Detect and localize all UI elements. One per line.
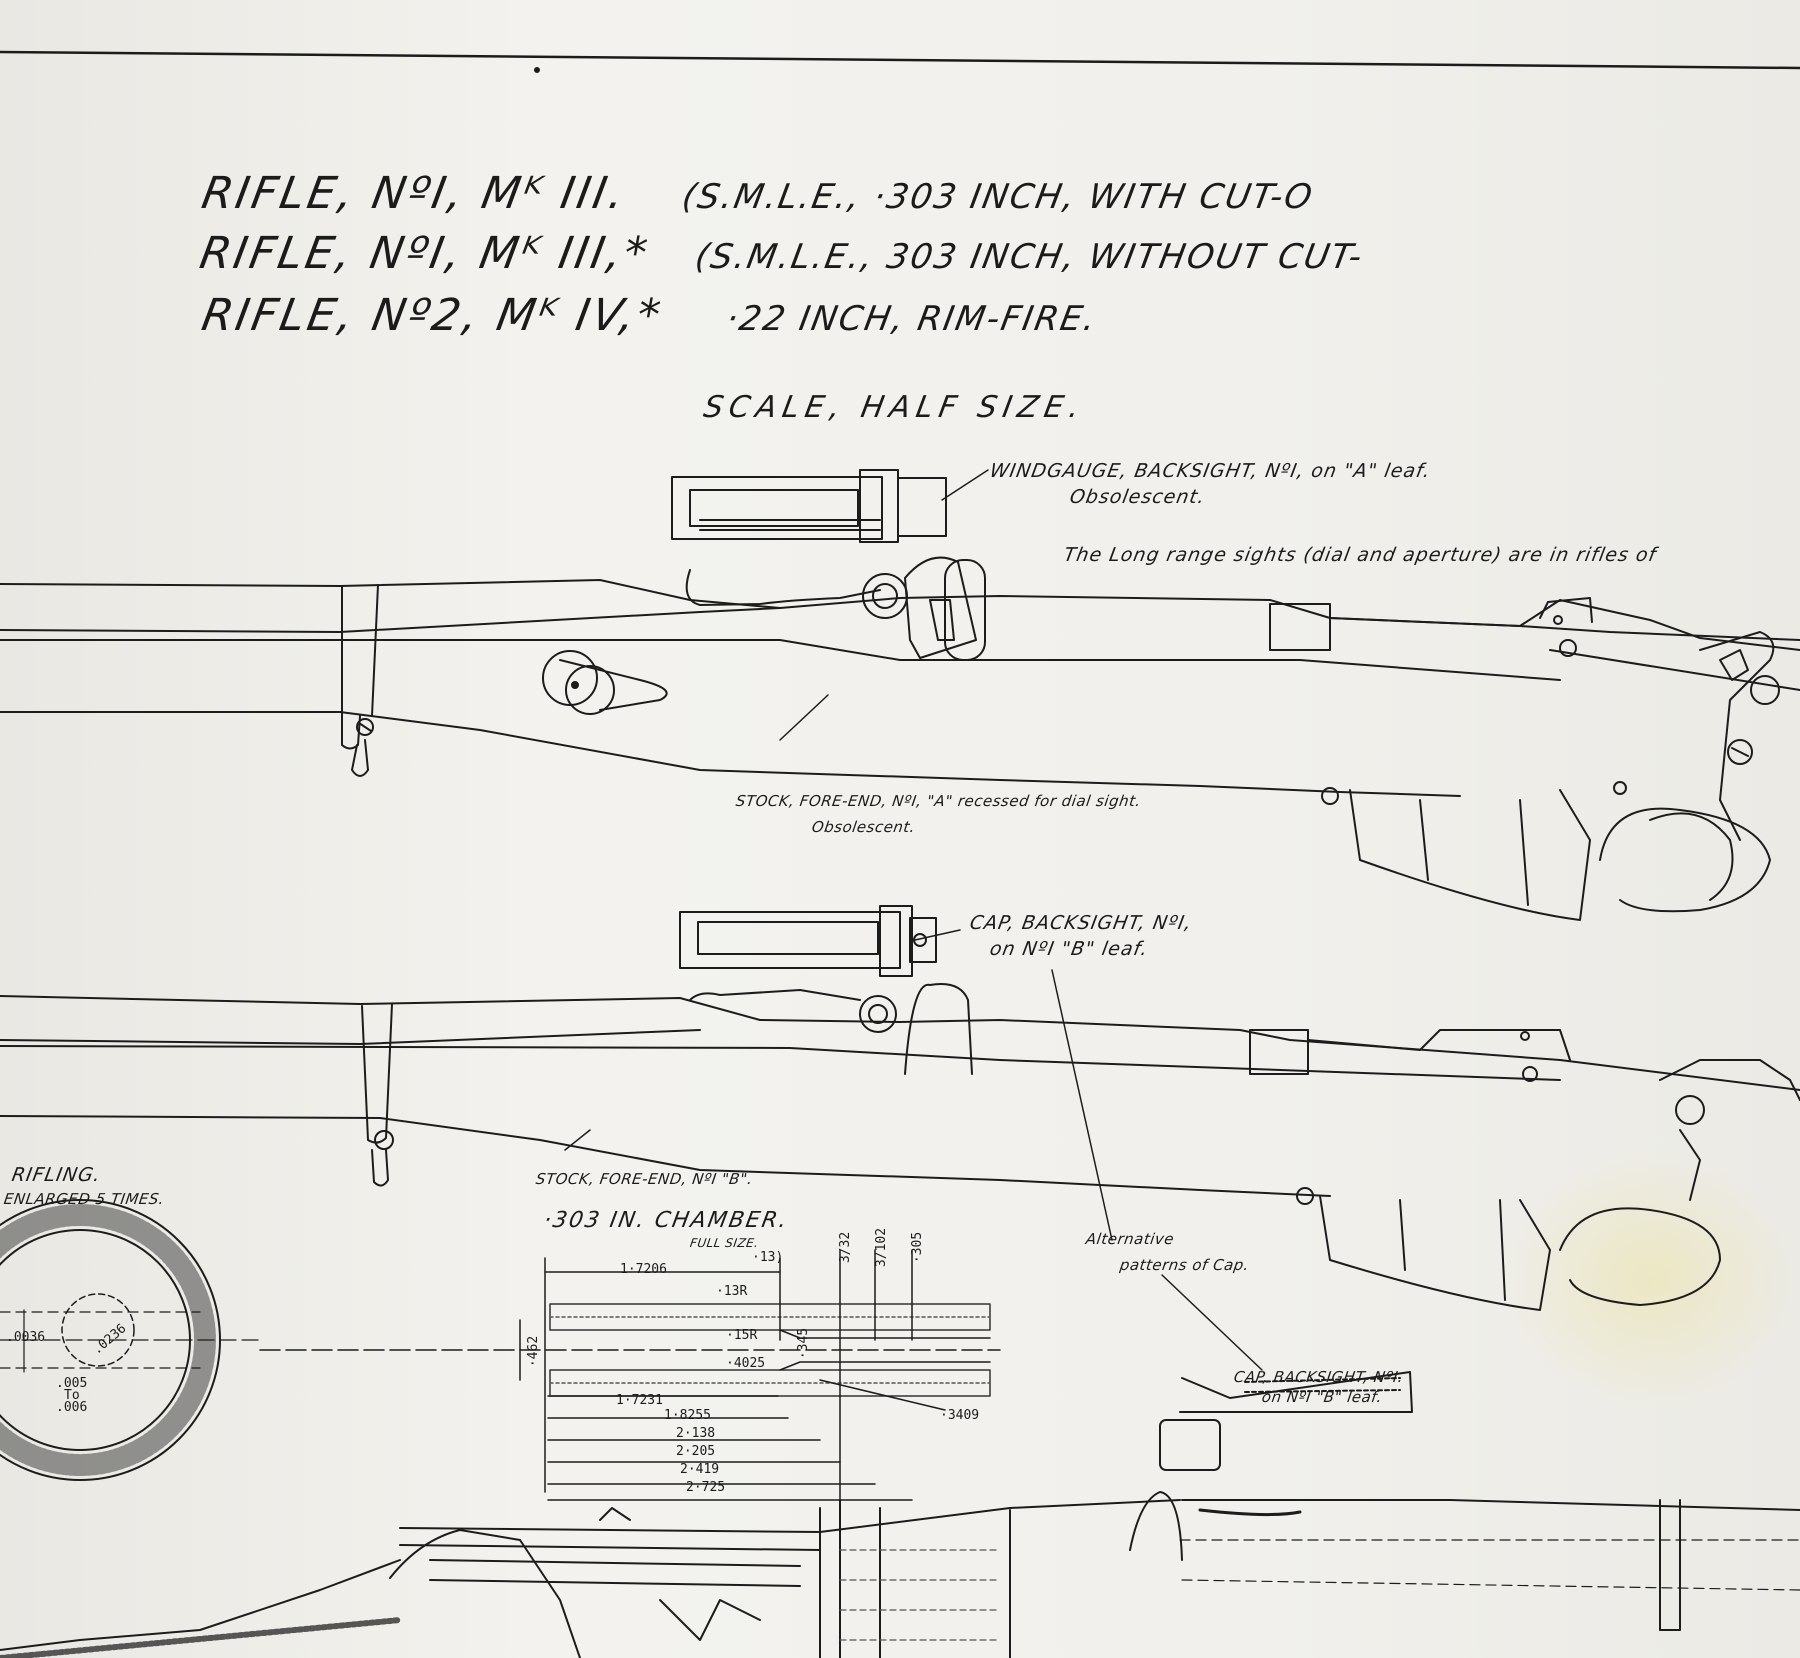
rifling-dim-4: To bbox=[64, 1388, 80, 1403]
rifling-dim-3: .005 bbox=[56, 1376, 88, 1391]
windgauge-note: Obsolescent. bbox=[1068, 486, 1208, 508]
chamber-dim-bottom-2: 1·8255 bbox=[664, 1408, 711, 1423]
chamber-dim-bottom-1: 1·7231 bbox=[616, 1393, 663, 1408]
stock-b-label: STOCK, FORE-END, NºI "B". bbox=[534, 1170, 754, 1188]
chamber-title: ·303 IN. CHAMBER. bbox=[541, 1208, 791, 1233]
chamber-dim-inner-5: ·462 bbox=[526, 1335, 542, 1368]
rifling-section bbox=[0, 1199, 261, 1481]
rifle-upper bbox=[0, 469, 1800, 921]
chamber-dim-inner-3: ·4025 bbox=[726, 1356, 766, 1371]
title-line-3-desc: ·22 INCH, RIM-FIRE. bbox=[723, 299, 1101, 339]
chamber-dim-bottom-3: 2·138 bbox=[676, 1426, 716, 1441]
chamber-dim-inner-4: ·345 bbox=[796, 1327, 812, 1360]
chamber-dim-right: ·3409 bbox=[940, 1408, 980, 1423]
title-line-1: RIFLE, NºI, Mᴷ III. (S.M.L.E., ·303 INCH… bbox=[198, 168, 1318, 219]
title-line-3: RIFLE, Nº2, Mᴷ IV,* ·22 INCH, RIM-FIRE. bbox=[198, 290, 1102, 341]
cap-2-sub: on NºI "B" leaf. bbox=[1260, 1388, 1384, 1406]
alternative-label: Alternative bbox=[1084, 1230, 1176, 1248]
rifling-dim-5: .006 bbox=[56, 1400, 88, 1415]
rifle-cutaway bbox=[0, 1371, 1800, 1658]
alternative-sub: patterns of Cap. bbox=[1118, 1256, 1251, 1274]
title-line-1-desc: (S.M.L.E., ·303 INCH, WITH CUT-O bbox=[679, 177, 1317, 217]
title-line-2-model: RIFLE, NºI, Mᴷ III,* bbox=[196, 228, 654, 279]
border-line bbox=[0, 50, 1800, 70]
chamber-dim-top-5: ·305 bbox=[910, 1231, 926, 1264]
stock-a-note: Obsolescent. bbox=[810, 818, 917, 836]
windgauge-label: WINDGAUGE, BACKSIGHT, NºI, on "A" leaf. bbox=[988, 460, 1433, 482]
paper-stain bbox=[1500, 1150, 1800, 1410]
chamber-subtitle: FULL SIZE. bbox=[689, 1236, 760, 1250]
cap-1-sub: on NºI "B" leaf. bbox=[988, 938, 1151, 960]
stock-a-label: STOCK, FORE-END, NºI, "A" recessed for d… bbox=[734, 792, 1143, 810]
ink-dot bbox=[534, 67, 540, 73]
rifle-middle bbox=[0, 905, 1800, 1371]
chamber-dim-bottom-4: 2·205 bbox=[676, 1444, 716, 1459]
chamber-dim-top-4: 3/102 bbox=[874, 1227, 890, 1268]
chamber-dim-top-1: 1·7206 bbox=[620, 1262, 667, 1277]
title-line-2-desc: (S.M.L.E., 303 INCH, WITHOUT CUT- bbox=[692, 237, 1367, 277]
title-line-3-model: RIFLE, Nº2, Mᴷ IV,* bbox=[198, 290, 667, 341]
title-line-2: RIFLE, NºI, Mᴷ III,* (S.M.L.E., 303 INCH… bbox=[196, 228, 1368, 279]
rifling-subtitle: ENLARGED 5 TIMES. bbox=[2, 1190, 166, 1208]
title-line-1-model: RIFLE, NºI, Mᴷ III. bbox=[198, 168, 631, 219]
rifling-dim-1: .0036 bbox=[6, 1330, 46, 1345]
chamber-dim-bottom-6: 2·725 bbox=[686, 1480, 726, 1495]
chamber-dim-inner-2: ·15R bbox=[726, 1328, 758, 1343]
cap-2-label: CAP, BACKSIGHT, NºI. bbox=[1232, 1368, 1405, 1386]
chamber-dim-top-2: ·13) bbox=[752, 1250, 784, 1265]
chamber-dim-bottom-5: 2·419 bbox=[680, 1462, 720, 1477]
chamber-dim-inner-1: ·13R bbox=[716, 1284, 748, 1299]
cap-1-label: CAP, BACKSIGHT, NºI, bbox=[968, 912, 1194, 934]
scale-label: SCALE, HALF SIZE. bbox=[700, 390, 1088, 425]
rifling-title: RIFLING. bbox=[10, 1164, 103, 1186]
chamber-dim-top-3: 3/32 bbox=[838, 1231, 854, 1264]
long-range-note: The Long range sights (dial and aperture… bbox=[1062, 544, 1659, 566]
chamber-diagram bbox=[259, 1249, 1001, 1501]
